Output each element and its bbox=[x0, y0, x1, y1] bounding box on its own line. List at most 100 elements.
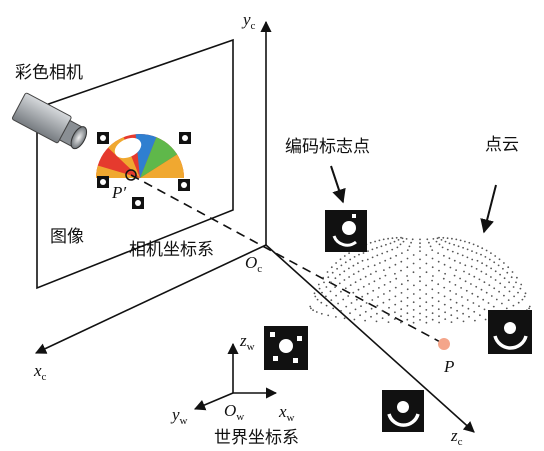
point-cloud-dot bbox=[394, 303, 397, 306]
point-cloud-dot bbox=[353, 318, 356, 321]
point-cloud-dot bbox=[401, 252, 403, 255]
point-cloud-dot bbox=[492, 305, 495, 308]
point-cloud-dot bbox=[419, 319, 421, 321]
point-cloud-dot bbox=[388, 298, 391, 301]
point-cloud-dot bbox=[407, 279, 409, 282]
point-cloud-dot bbox=[335, 316, 337, 318]
point-cloud-dot bbox=[425, 301, 428, 304]
point-cloud-dot bbox=[485, 264, 488, 267]
point-cloud-dot bbox=[450, 306, 452, 309]
point-cloud-dot bbox=[394, 311, 396, 314]
point-cloud-dot bbox=[394, 263, 397, 266]
point-cloud-dot bbox=[432, 238, 435, 240]
point-cloud-dot bbox=[386, 250, 389, 253]
point-cloud-dot bbox=[412, 321, 415, 324]
point-cloud-dot bbox=[364, 275, 367, 278]
world-point bbox=[438, 338, 450, 350]
point-cloud-dot bbox=[431, 257, 434, 260]
point-cloud-dot bbox=[342, 298, 345, 301]
coded-marker-icon bbox=[264, 326, 308, 370]
point-cloud-dot bbox=[461, 296, 463, 298]
point-cloud-dot bbox=[478, 278, 481, 281]
point-cloud-dot bbox=[455, 293, 457, 295]
point-cloud-dot bbox=[457, 245, 460, 248]
point-cloud-dot bbox=[464, 264, 467, 267]
point-cloud-dot bbox=[400, 300, 403, 303]
point-cloud-dot bbox=[431, 312, 434, 315]
point-cloud-dot bbox=[322, 276, 324, 279]
point-cloud-dot bbox=[483, 281, 486, 284]
point-cloud-dot bbox=[397, 239, 400, 241]
point-cloud-dot bbox=[440, 239, 443, 241]
point-cloud-dot bbox=[399, 243, 402, 246]
point-cloud-dot bbox=[474, 319, 476, 322]
point-cloud-dot bbox=[412, 301, 415, 304]
point-cloud-dot bbox=[412, 271, 415, 274]
point-cloud-dot bbox=[431, 279, 433, 282]
point-cloud-dot bbox=[461, 254, 464, 257]
point-cloud-dot bbox=[425, 284, 427, 287]
point-cloud-dot bbox=[406, 312, 409, 315]
point-cloud-dot bbox=[410, 241, 412, 244]
point-cloud-dot bbox=[411, 238, 414, 241]
point-cloud-dot bbox=[454, 284, 457, 286]
point-cloud-dot bbox=[419, 250, 421, 253]
point-cloud-dot bbox=[456, 309, 458, 312]
point-cloud-dot bbox=[371, 256, 374, 259]
point-cloud-dot bbox=[503, 277, 506, 280]
point-cloud-dot bbox=[379, 277, 381, 280]
point-cloud-dot bbox=[515, 281, 517, 284]
point-cloud-dot bbox=[444, 318, 447, 320]
point-cloud-dot bbox=[480, 288, 483, 291]
point-cloud-dot bbox=[419, 246, 421, 248]
point-cloud-dot bbox=[419, 312, 421, 315]
point-cloud-dot bbox=[325, 304, 328, 307]
point-cloud-dot bbox=[348, 276, 350, 278]
point-cloud-dot bbox=[448, 257, 451, 260]
camera-y-label: yc bbox=[241, 10, 256, 32]
point-cloud-dot bbox=[437, 300, 440, 303]
point-cloud-dot bbox=[437, 292, 440, 294]
point-cloud-dot bbox=[497, 264, 500, 267]
point-cloud-dot bbox=[498, 258, 501, 261]
point-cloud-dot bbox=[383, 284, 386, 286]
point-cloud-dot bbox=[320, 301, 323, 304]
point-cloud-dot bbox=[367, 265, 370, 268]
point-cloud-dot bbox=[400, 236, 402, 239]
camera-z-axis bbox=[265, 244, 475, 433]
point-cloud-dot bbox=[334, 277, 337, 280]
point-cloud-dot bbox=[406, 257, 409, 260]
point-cloud-dot bbox=[345, 305, 348, 308]
coded-marker-label: 编码标志点 bbox=[285, 137, 370, 157]
point-cloud-dot bbox=[314, 295, 317, 298]
point-cloud-dot bbox=[435, 240, 438, 243]
point-cloud-dot bbox=[344, 287, 347, 290]
point-cloud-dot bbox=[376, 312, 378, 315]
point-cloud-dot bbox=[490, 252, 492, 255]
point-cloud-dot bbox=[460, 287, 462, 289]
point-cloud-dot bbox=[385, 243, 387, 246]
point-cloud-dot bbox=[412, 315, 415, 318]
point-cloud-dot bbox=[508, 281, 510, 284]
point-cloud-dot bbox=[357, 262, 359, 265]
point-cloud-dot bbox=[412, 293, 415, 295]
point-cloud-dot bbox=[383, 269, 385, 271]
point-cloud-dot bbox=[323, 281, 325, 284]
point-cloud-dot bbox=[505, 307, 508, 310]
point-cloud-dot bbox=[443, 254, 445, 257]
point-cloud-dot bbox=[350, 302, 353, 304]
point-cloud-dot bbox=[396, 246, 399, 249]
point-cloud-dot bbox=[406, 275, 408, 277]
point-cloud-dot bbox=[442, 236, 445, 239]
point-cloud-dot bbox=[393, 318, 396, 320]
pointer-arrow-icon bbox=[480, 184, 497, 234]
point-cloud-dot bbox=[490, 276, 492, 278]
point-cloud-dot bbox=[359, 278, 362, 281]
point-cloud-dot bbox=[448, 281, 451, 283]
point-cloud-dot bbox=[406, 318, 409, 321]
point-cloud-dot bbox=[499, 273, 501, 276]
point-cloud-dot bbox=[413, 284, 415, 287]
point-cloud-dot bbox=[372, 289, 375, 292]
point-cloud-dot bbox=[400, 315, 402, 318]
point-cloud-dot bbox=[471, 258, 474, 261]
